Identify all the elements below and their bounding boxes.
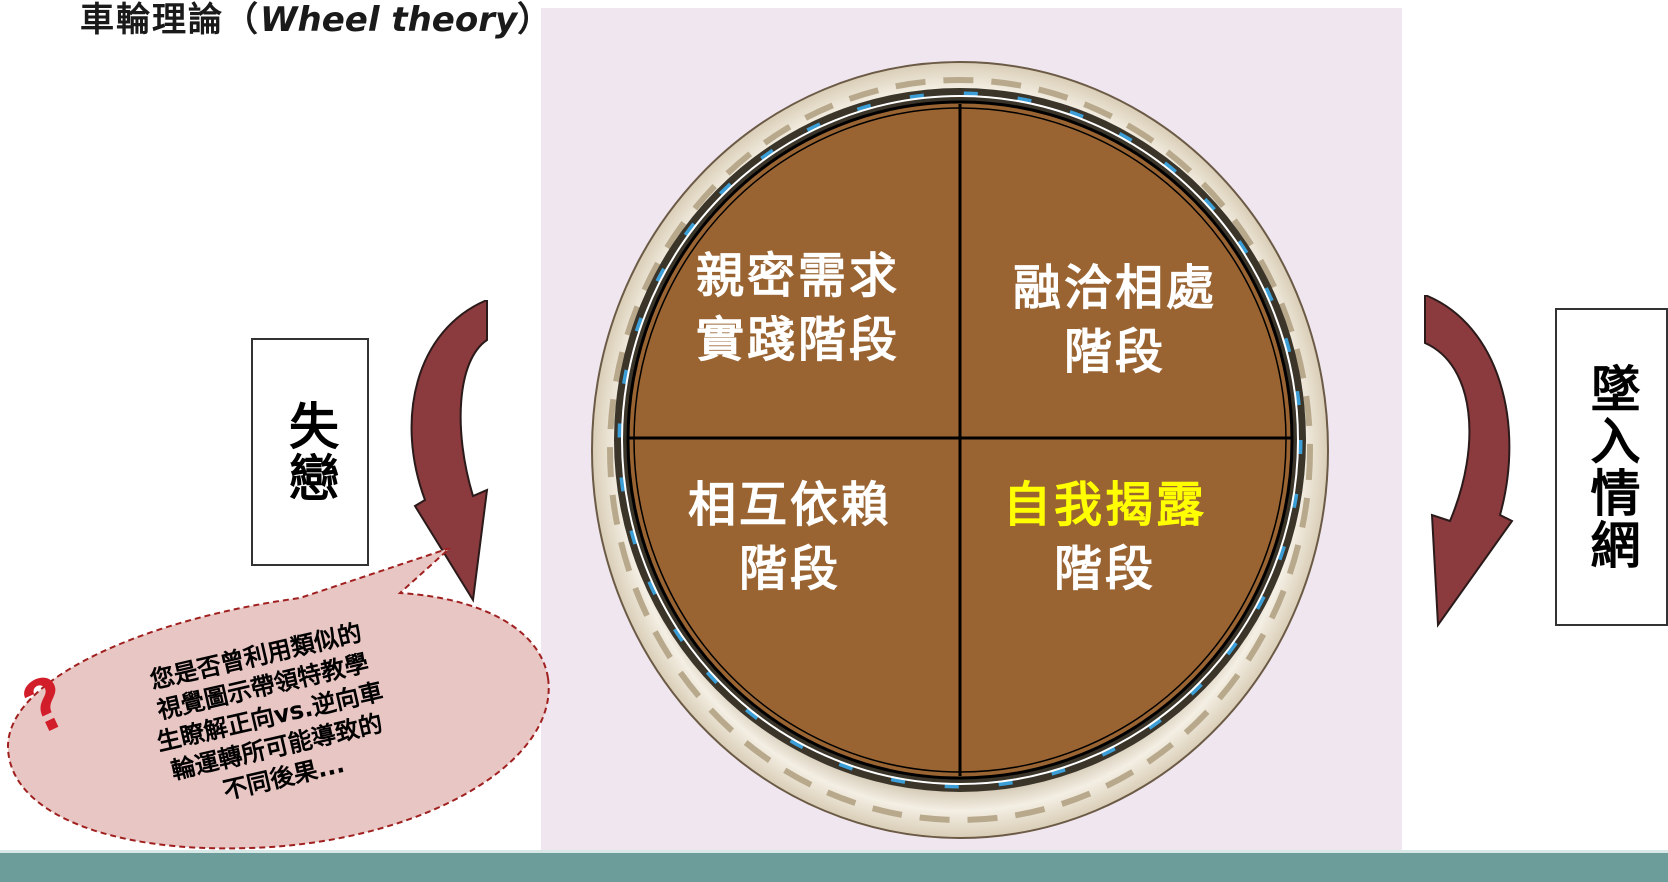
left-label: 失戀: [281, 400, 339, 504]
footer-bar: [0, 853, 1668, 882]
right-label: 墜入情網: [1582, 363, 1641, 571]
right-label-box: 墜入情網: [1555, 308, 1668, 626]
quadrant-bottom-left: 相互依賴 階段: [687, 477, 892, 597]
wheel-diagram: [591, 61, 1329, 839]
question-bubble: [6, 548, 550, 850]
left-label-box: 失戀: [251, 338, 369, 566]
quadrant-bottom-right: 自我揭露 階段: [1002, 477, 1207, 597]
right-curved-arrow: [1424, 295, 1514, 628]
footer-divider: [0, 850, 1668, 853]
question-mark-icon: [24, 677, 59, 732]
quadrant-top-left: 親密需求 實踐階段: [695, 248, 900, 368]
page-title: 車輪理論（Wheel theory）：: [80, 0, 570, 40]
quadrant-top-right: 融洽相處 階段: [1012, 260, 1217, 380]
